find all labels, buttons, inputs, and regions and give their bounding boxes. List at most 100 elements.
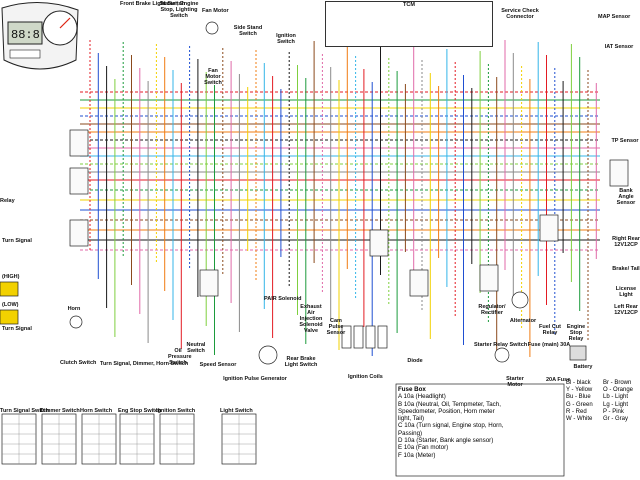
fuse-line: B 10a (Neutral, Oil, Tempmeter, Tach, [398,400,501,408]
bank-angle-label: Bank Angle Sensor [616,188,636,206]
color-key-entry: P - Pink [603,408,624,415]
fuse-line: C 10a (Turn signal, Engine stop, Horn, [398,422,504,430]
color-key-entry: R - Red [566,408,587,415]
relay-label: Relay [0,198,15,204]
battery-label: Battery [573,364,593,370]
fuse-20a-label: 20A Fuse [546,377,571,383]
alternator-icon [511,291,529,309]
rear-brake-switch-label: Rear Brake Light Switch [284,356,318,368]
fuse-main-label: Fuse (main) 30A [527,342,571,348]
tp-sensor-label: TP Sensor [611,138,639,144]
color-key-entry: G - Green [566,401,593,408]
color-key-entry: O - Orange [603,387,634,394]
regulator-label: Regulator/ Rectifier [478,304,506,316]
light-switch-table-label: Light Switch [220,408,253,414]
headlight-high-icon [0,281,19,297]
connector-block [539,214,559,242]
instrument-cluster: 88:8 [0,0,80,80]
ignition-switch-label: Ignition Switch [276,33,296,45]
color-key-entry: Gr - Gray [603,415,628,422]
color-key-row: Bu - Blue Lb - Light [566,394,638,401]
color-key-row: W - White Gr - Gray [566,416,638,423]
color-key-entry: Lg - Light [603,401,629,408]
front-brake-switch-label: Front Brake Light Switch [120,1,186,7]
color-key-row: G - Green Lg - Light [566,402,638,409]
fan-motor-switch-label: Fan Motor Switch [204,68,222,86]
starter-motor-label: Starter Motor [506,376,524,388]
fuse-box-frame [395,383,565,477]
dimmer-switch-table-label: Dimmer Switch [40,408,80,414]
connector-block [609,159,629,187]
fuse-line: Speedometer, Position, Horn meter [398,407,495,415]
color-key-entry: Br - Brown [603,380,632,386]
ignition-coils-label: Ignition Coils [348,374,383,380]
ignition-coil-icon [353,325,364,349]
service-check-label: Service Check Connector [501,8,539,20]
eng-stop-table-label: Eng Stop Switch [118,408,162,414]
exhaust-solenoid-label: Exhaust Air Injection Solenoid Valve [299,304,323,334]
iat-sensor-label: IAT Sensor [604,44,634,50]
right-rear-label: Right Rear 12V12CP [612,236,640,248]
headlight-hi-label: (HIGH) [2,274,20,280]
fuse-line: light, Tail) [398,415,425,423]
connector-block [369,229,389,257]
turn-signal-switch-table-label: Turn Signal Switch [0,408,50,414]
connector-block [69,129,89,157]
engine-stop-relay-label: Engine Stop Relay [566,324,586,342]
fuse-line: E 10a (Fan motor) [398,444,449,452]
fuse-line: F 10a (Meter) [398,451,436,459]
connector-block [199,269,219,297]
starter-relay-label: Starter Relay Switch [474,342,528,348]
headlight-lo-label: (LOW) [2,302,19,308]
horn-label: Horn [67,306,81,312]
alternator-label: Alternator [509,318,537,324]
diode-label: Diode [407,358,423,364]
color-key-row: Bl - black Br - Brown [566,380,638,387]
fan-motor-label: Fan Motor [202,8,229,14]
turn-signal-left-label: Turn Signal [2,238,32,244]
color-key-entry: W - White [566,415,593,422]
map-sensor-label: MAP Sensor [598,14,631,20]
fuse-line: Passing) [398,429,423,437]
wire-color-key: Bl - black Br - Brown Y - Yellow O - Orang… [566,380,638,423]
ignition-coil-icon [365,325,376,349]
connector-block [409,269,429,297]
svg-text:88:8: 88:8 [11,28,40,42]
turn-dimmer-horn-label: Turn Signal, Dimmer, Horn Switch [100,361,189,367]
speedometer-icon: 88:8 [1,1,79,70]
fan-motor-icon [205,21,219,35]
fuse-line: A 10a (Headlight) [398,393,446,401]
color-key-entry: Lb - Light [603,394,629,401]
color-key-entry: Y - Yellow [566,387,593,394]
connector-block [69,219,89,247]
horn-switch-table-label: Horn Switch [80,408,113,414]
tcm-label: TCM [403,2,415,8]
connector-block [69,167,89,195]
neutral-switch-label: Neutral Switch [186,342,206,354]
brake-tail-label: Brake/ Tail [612,266,640,272]
color-key-row: R - Red P - Pink [566,409,638,416]
starter-motor-icon [494,347,510,363]
fuel-cut-relay-label: Fuel Cut Relay [539,324,561,336]
ignition-coil-icon [341,325,352,349]
left-rear-label: Left Rear 12V12CP [614,304,638,316]
license-light-label: License Light [615,286,637,298]
ignition-coil-icon [377,325,388,349]
starter-switch-label: Starter, Engine Stop, Lighting Switch [159,1,199,19]
horn-icon [69,315,83,329]
turn-signal-left2-label: Turn Signal [2,326,32,332]
tcm-module: TCM [325,1,493,47]
color-key-row: Y - Yellow O - Orange [566,387,638,394]
cam-pulse-label: Cam Pulse Sensor [326,318,346,336]
headlight-low-icon [0,309,19,325]
ignition-table-label: Ignition Switch [156,408,196,414]
battery-icon [569,345,587,361]
fuse-box-legend: Fuse Box A 10a (Headlight) B 10a (Neutra… [398,386,568,459]
ignition-pulse-label: Ignition Pulse Generator [223,376,287,382]
pair-solenoid-label: PAIR Solenoid [264,296,302,302]
connector-block [479,264,499,292]
color-key-entry: Bl - black [566,380,591,386]
color-key-entry: Bu - Blue [566,394,591,401]
